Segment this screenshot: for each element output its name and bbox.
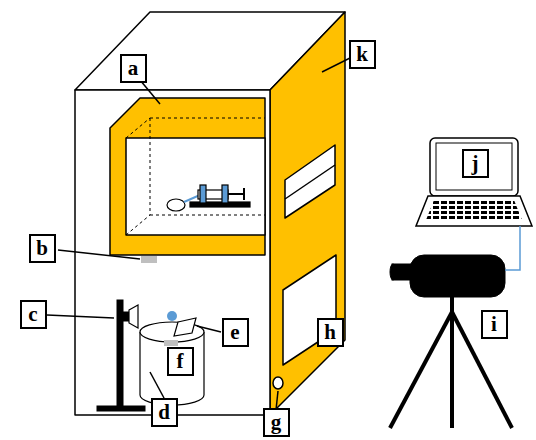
- callout-box: e: [222, 318, 249, 347]
- callout-box: b: [29, 234, 56, 263]
- callout-letter: c: [28, 304, 37, 325]
- callout-letter: d: [158, 402, 170, 423]
- callout-box: j: [462, 149, 489, 178]
- callout-letter: g: [271, 412, 282, 433]
- callout-box: a: [120, 54, 147, 83]
- stand: [97, 300, 145, 411]
- callout-box: h: [317, 318, 344, 347]
- cylinder: [140, 311, 204, 405]
- callout-letter: f: [177, 351, 184, 372]
- callout-box: k: [349, 40, 376, 69]
- callout-box: f: [167, 347, 194, 376]
- callout-letter: a: [128, 58, 139, 79]
- callout-letter: i: [491, 314, 497, 335]
- callout-letter: j: [472, 153, 479, 174]
- chamber: [110, 98, 265, 255]
- callout-letter: k: [356, 44, 368, 65]
- cable: [505, 226, 520, 270]
- callout-box: c: [20, 300, 47, 329]
- cabinet: [75, 12, 345, 415]
- camera: [390, 255, 512, 428]
- laptop: [416, 138, 532, 226]
- callout-box: i: [481, 310, 508, 339]
- callout-letter: b: [36, 238, 48, 259]
- callout-box: g: [263, 408, 290, 437]
- callout-letter: e: [230, 322, 239, 343]
- syringe-pump: [167, 185, 250, 211]
- callout-box: d: [151, 398, 178, 427]
- callout-letter: h: [324, 322, 336, 343]
- sensor: [141, 256, 157, 263]
- leader-lines: [47, 58, 350, 410]
